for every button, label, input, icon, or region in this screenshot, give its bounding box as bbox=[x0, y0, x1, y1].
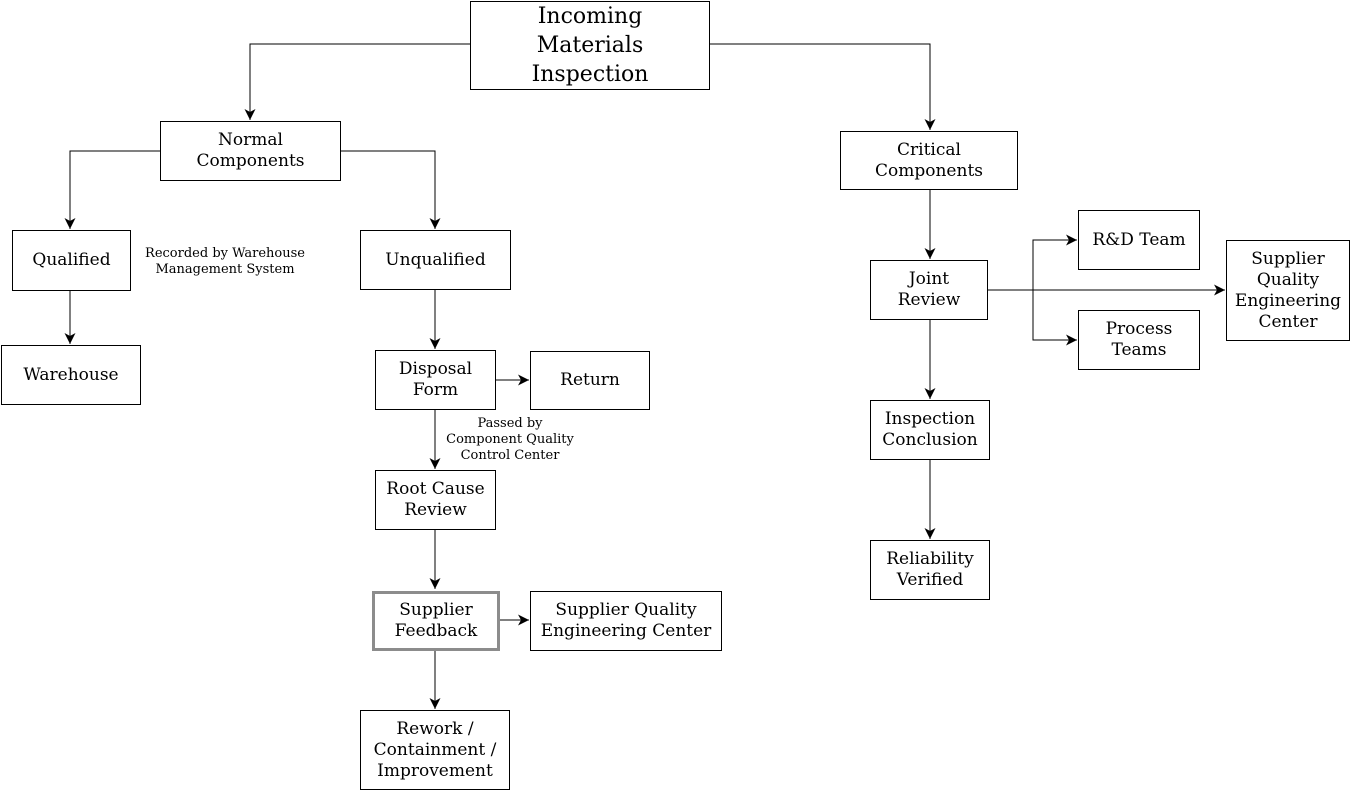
edge-normal-qualified bbox=[64, 150, 160, 229]
node-label: Normal Components bbox=[196, 130, 305, 171]
node-joint-review[interactable]: Joint Review bbox=[870, 260, 988, 320]
node-label: Qualified bbox=[32, 250, 111, 270]
node-rework-containment-improvement[interactable]: Rework / Containment / Improvement bbox=[360, 710, 510, 790]
edge-incoming-critical bbox=[710, 43, 936, 130]
edge-incoming-normal bbox=[244, 43, 470, 120]
node-process-teams[interactable]: Process Teams bbox=[1078, 310, 1200, 370]
node-supplier-quality-engineering-center-right[interactable]: Supplier Quality Engineering Center bbox=[1226, 240, 1350, 341]
node-label: Critical Components bbox=[875, 139, 983, 181]
node-reliability-verified[interactable]: Reliability Verified bbox=[870, 540, 990, 600]
edge-jointreview-rdteam bbox=[1032, 234, 1077, 290]
node-label: Incoming Materials Inspection bbox=[531, 4, 649, 87]
node-qualified[interactable]: Qualified bbox=[12, 230, 131, 291]
annotation-passed-by-cqcc: Passed by Component Quality Control Cent… bbox=[446, 416, 574, 463]
node-label: Process Teams bbox=[1105, 319, 1173, 360]
node-label: Supplier Quality Engineering Center bbox=[1234, 248, 1342, 332]
node-warehouse[interactable]: Warehouse bbox=[1, 345, 141, 405]
edge-jointreview-processteams bbox=[1032, 290, 1077, 346]
node-label: Disposal Form bbox=[398, 359, 473, 400]
node-label: Return bbox=[560, 370, 620, 390]
node-root-cause-review[interactable]: Root Cause Review bbox=[375, 470, 496, 530]
node-label: Rework / Containment / Improvement bbox=[373, 718, 497, 781]
node-supplier-quality-engineering-center-left[interactable]: Supplier Quality Engineering Center bbox=[530, 591, 722, 651]
node-unqualified[interactable]: Unqualified bbox=[360, 230, 511, 290]
node-inspection-conclusion[interactable]: Inspection Conclusion bbox=[870, 400, 990, 460]
node-return[interactable]: Return bbox=[530, 351, 650, 410]
node-supplier-feedback[interactable]: Supplier Feedback bbox=[372, 591, 500, 651]
node-label: Warehouse bbox=[23, 364, 119, 385]
node-normal-components[interactable]: Normal Components bbox=[160, 121, 341, 181]
node-label: Reliability Verified bbox=[886, 549, 974, 590]
node-label: Supplier Feedback bbox=[394, 600, 478, 641]
node-rd-team[interactable]: R&D Team bbox=[1078, 210, 1200, 270]
node-disposal-form[interactable]: Disposal Form bbox=[375, 350, 496, 410]
node-label: R&D Team bbox=[1092, 229, 1186, 250]
annotation-recorded-by-warehouse: Recorded by Warehouse Management System bbox=[145, 246, 305, 277]
node-label: Inspection Conclusion bbox=[882, 409, 978, 450]
node-label: Unqualified bbox=[385, 249, 486, 270]
node-label: Joint Review bbox=[897, 269, 961, 310]
node-critical-components[interactable]: Critical Components bbox=[840, 131, 1018, 190]
edge-normal-unqualified bbox=[341, 150, 441, 229]
node-incoming-materials-inspection[interactable]: Incoming Materials Inspection bbox=[470, 1, 710, 90]
node-label: Supplier Quality Engineering Center bbox=[540, 600, 712, 641]
node-label: Root Cause Review bbox=[386, 479, 485, 520]
